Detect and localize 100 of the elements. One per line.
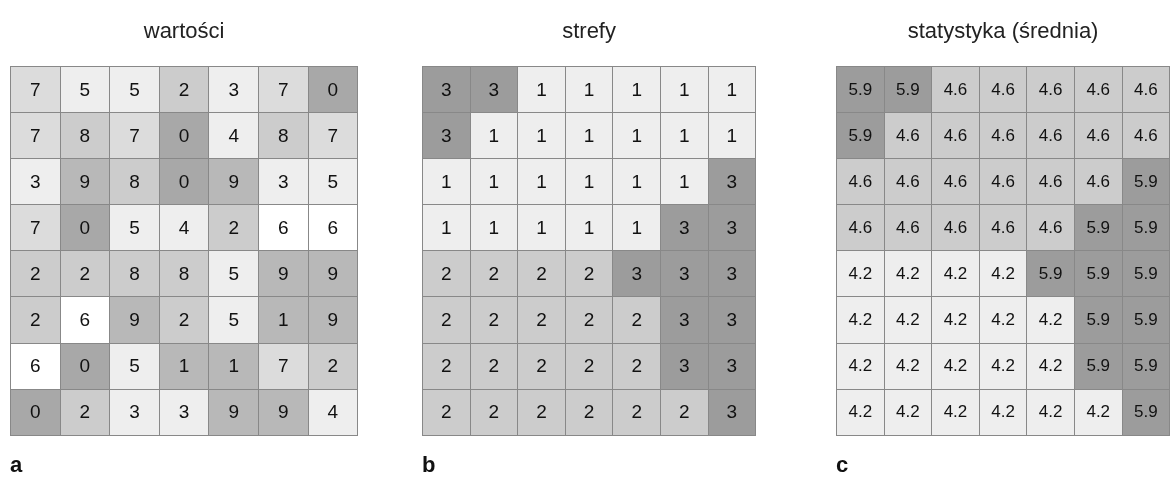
grid-cell: 2: [470, 343, 518, 389]
grid-cell: 6: [308, 205, 358, 251]
grid-cell: 7: [258, 67, 308, 113]
grid-cell: 2: [308, 343, 358, 389]
grid-cell: 1: [613, 67, 660, 113]
grid-cell: 1: [660, 113, 708, 159]
grid-cell: 4.2: [837, 343, 884, 389]
grid-cell: 5.9: [1027, 251, 1074, 297]
grid-cell: 3: [613, 251, 660, 297]
grid-cell: 4.6: [932, 205, 979, 251]
grid-cell: 1: [613, 113, 660, 159]
grid-cell: 4.6: [884, 205, 932, 251]
grid-cell: 5.9: [1074, 297, 1122, 343]
grid-cell: 9: [209, 389, 258, 435]
grid-cell: 4.6: [1027, 113, 1074, 159]
grid-cell: 4.6: [1122, 113, 1170, 159]
grid-cell: 2: [11, 251, 60, 297]
grid-cell: 4.2: [884, 389, 932, 435]
grid-cell: 3: [258, 159, 308, 205]
grid-cell: 4.6: [837, 205, 884, 251]
grid-cell: 3: [708, 389, 756, 435]
grid-cell: 4.6: [1027, 205, 1074, 251]
grid-cell: 3: [660, 205, 708, 251]
grid-cell: 3: [708, 159, 756, 205]
grid-cell: 3: [423, 67, 470, 113]
grid-cell: 1: [423, 205, 470, 251]
grid-cell: 4.2: [979, 343, 1027, 389]
grid-cell: 5: [308, 159, 358, 205]
grid-cell: 5.9: [1074, 343, 1122, 389]
grid-cell: 5: [110, 67, 159, 113]
grid-cell: 1: [423, 159, 470, 205]
grid-cell: 4.6: [979, 205, 1027, 251]
grid-cell: 3: [660, 251, 708, 297]
grid-cell: 1: [660, 67, 708, 113]
grid-cell: 4.2: [932, 343, 979, 389]
grid-cell: 1: [470, 205, 518, 251]
grid-cell: 2: [423, 251, 470, 297]
grid-cell: 4.6: [1074, 67, 1122, 113]
grid-cell: 5: [110, 343, 159, 389]
grid-cell: 4.2: [979, 389, 1027, 435]
grid-cell: 4.6: [1027, 67, 1074, 113]
panel-letter: c: [836, 452, 849, 478]
grid-cell: 2: [565, 251, 613, 297]
grid-cell: 4.2: [1027, 297, 1074, 343]
grid-cell: 4: [159, 205, 209, 251]
grid-cell: 4.6: [884, 113, 932, 159]
grid-cell: 3: [110, 389, 159, 435]
grid-cell: 4.6: [979, 67, 1027, 113]
grid-title: strefy: [561, 18, 617, 44]
grid-cell: 4.6: [932, 67, 979, 113]
grid-cell: 0: [60, 205, 110, 251]
grid-cell: 1: [518, 113, 565, 159]
grid-cell: 7: [308, 113, 358, 159]
grid-cell: 9: [209, 159, 258, 205]
grid-cell: 9: [60, 159, 110, 205]
grid-title: statystyka (średnia): [906, 18, 1100, 44]
grid-cell: 5: [209, 251, 258, 297]
grid-cell: 4.2: [1027, 389, 1074, 435]
grid-cell: 7: [11, 113, 60, 159]
grid-cell: 1: [470, 159, 518, 205]
grid-cell: 4.2: [837, 297, 884, 343]
grid-cell: 1: [708, 67, 756, 113]
grid-cell: 2: [518, 251, 565, 297]
grid-cell: 7: [11, 205, 60, 251]
grid-cell: 3: [159, 389, 209, 435]
grid-cell: 6: [11, 343, 60, 389]
grid-cell: 5: [209, 297, 258, 343]
grid-cell: 5.9: [884, 67, 932, 113]
grid-cell: 9: [258, 251, 308, 297]
grid-cell: 2: [423, 343, 470, 389]
grid-cell: 4.6: [1027, 159, 1074, 205]
grid-cell: 3: [423, 113, 470, 159]
grid-cell: 1: [565, 205, 613, 251]
grid-cell: 3: [11, 159, 60, 205]
grid-cell: 4.6: [1122, 67, 1170, 113]
grid-cell: 5.9: [837, 113, 884, 159]
grid-cell: 5.9: [1122, 159, 1170, 205]
grid-cell: 7: [110, 113, 159, 159]
grid-cell: 8: [60, 113, 110, 159]
grid-cell: 2: [470, 297, 518, 343]
grid-cell: 4.2: [884, 251, 932, 297]
grid-cell: 4: [308, 389, 358, 435]
grid-cell: 3: [470, 67, 518, 113]
grid-cell: 2: [11, 297, 60, 343]
grid-cell: 2: [60, 251, 110, 297]
grid-cell: 0: [11, 389, 60, 435]
grid-cell: 1: [258, 297, 308, 343]
grid-cell: 1: [708, 113, 756, 159]
grid-cell: 4.2: [979, 251, 1027, 297]
grid-cell: 9: [258, 389, 308, 435]
grid-cell: 4.6: [932, 159, 979, 205]
grid-cell: 2: [209, 205, 258, 251]
grid-cell: 4.6: [1074, 159, 1122, 205]
grid-cell: 4.6: [837, 159, 884, 205]
grid-cell: 4.6: [884, 159, 932, 205]
grid-cell: 2: [565, 343, 613, 389]
grid-cell: 4.6: [979, 113, 1027, 159]
grid-cell: 5.9: [837, 67, 884, 113]
grid-cell: 5.9: [1074, 205, 1122, 251]
grid-cell: 1: [565, 113, 613, 159]
